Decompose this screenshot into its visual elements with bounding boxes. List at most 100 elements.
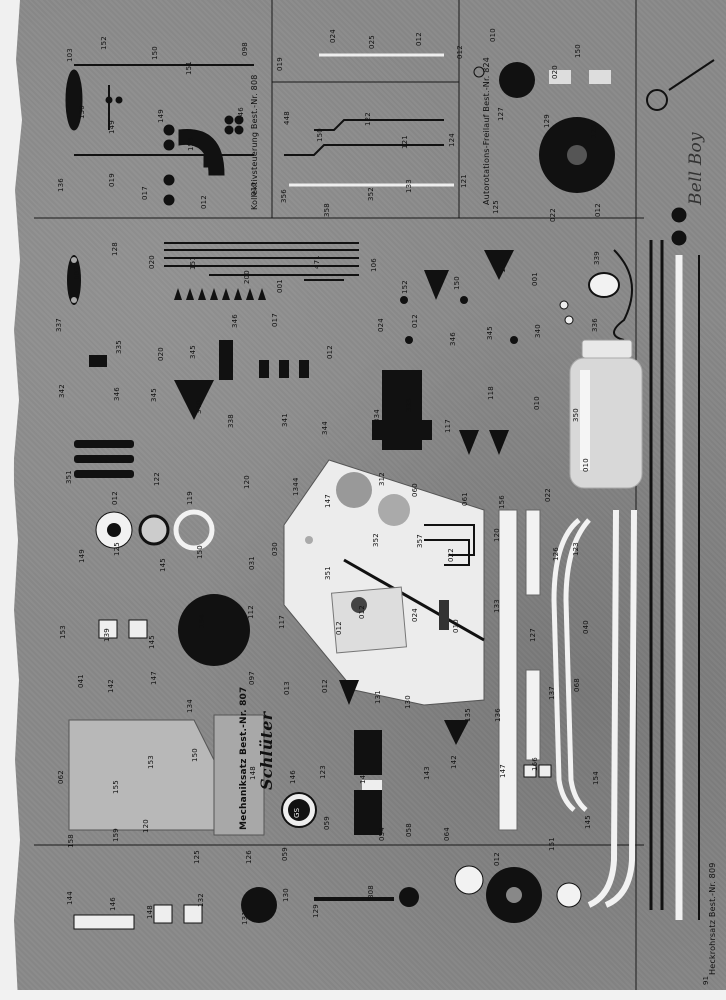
part-number-label: 125 (491, 199, 500, 214)
part-number-label: 150 (151, 46, 160, 61)
part-number-label: 147 (149, 671, 158, 686)
part-number-label: 144 (65, 890, 74, 905)
part-number-label: 339 (593, 251, 602, 266)
part-number-label: 155 (187, 136, 196, 151)
part-number-label: 123 (571, 542, 580, 557)
part-number-label: 334 (373, 409, 382, 424)
part-number-label: 017 (141, 185, 150, 200)
part-number-label: 020 (148, 254, 157, 269)
part-number-label: 031 (248, 555, 257, 570)
part-number-label: 106 (370, 258, 379, 273)
part-number-label: 166 (530, 757, 539, 771)
part-number-label: 150 (195, 544, 204, 559)
part-number-label: 150 (453, 275, 462, 290)
part-number-label: 117 (443, 418, 452, 433)
autorotation-title: Autorotations-Freilauf Best.-Nr. 824 (482, 56, 491, 205)
part-number-label: 060 (411, 483, 420, 498)
part-number-label: 149 (78, 548, 87, 563)
part-number-label: 344 (320, 420, 329, 435)
part-number-label: 010 (489, 28, 498, 42)
part-number-label: 146 (237, 106, 246, 121)
parts-illustration (34, 0, 715, 990)
part-number-label: 151 (185, 61, 194, 76)
canopy-shapes (68, 714, 265, 836)
part-number-label: 146 (289, 769, 298, 784)
part-number-label: 312 (377, 471, 386, 486)
part-number-label: 012 (200, 194, 209, 209)
part-number-label: 350 (571, 407, 580, 422)
part-number-label: 152 (400, 280, 409, 295)
part-number-label: 123 (319, 764, 328, 779)
torn-edge (0, 0, 22, 1000)
part-number-label: 139 (102, 627, 111, 642)
part-number-label: 025 (368, 35, 376, 50)
part-number-label: 010 (250, 182, 259, 197)
part-number-label: 128 (110, 241, 119, 256)
part-number-label: 358 (323, 202, 332, 217)
part-number-label: 007 (72, 266, 81, 281)
part-number-label: 020 (156, 346, 165, 361)
part-number-label: 333 (405, 398, 414, 413)
white-bars (498, 509, 541, 831)
part-number-label: 158 (67, 834, 76, 848)
part-number-label: 132 (197, 893, 206, 908)
rod-parts (284, 53, 454, 187)
part-number-label: 024 (328, 29, 337, 44)
part-number-label: 340 (533, 324, 542, 338)
part-number-label: 145 (147, 634, 156, 649)
part-number-label: 001 (276, 278, 285, 293)
part-number-label: 024 (376, 318, 385, 332)
part-number-label: 147 (498, 764, 507, 779)
part-number-label: 149 (156, 108, 165, 123)
part-number-label: 133 (405, 178, 414, 193)
part-number-label: 017 (271, 313, 280, 327)
part-number-label: 030 (270, 541, 279, 556)
part-number-label: 151 (548, 837, 557, 852)
part-number-label: 346 (230, 313, 239, 328)
part-number-label: 351 (324, 566, 333, 581)
part-number-label: 137 (547, 686, 556, 701)
part-number-label: 012 (455, 45, 464, 60)
part-number-label: 147 (323, 493, 332, 508)
part-number-label: 022 (549, 207, 558, 222)
rubber-bands (588, 249, 633, 341)
part-number-label: 127 (496, 107, 505, 121)
part-number-label: 154 (198, 614, 207, 629)
small-bolts (67, 255, 309, 478)
part-number-label: 013 (282, 681, 291, 695)
part-number-label: 146 (109, 896, 118, 911)
part-number-label: 134 (186, 699, 195, 713)
part-number-label: 153 (147, 755, 156, 770)
kollektiv-parts (65, 64, 254, 206)
part-number-label: 135 (463, 707, 472, 722)
part-number-label: 148 (146, 905, 155, 920)
part-number-label: 150 (191, 747, 200, 762)
part-number-label: 126 (245, 849, 254, 864)
part-number-label: 059 (280, 847, 289, 862)
part-number-label: 127 (529, 628, 538, 642)
part-number-label: 068 (573, 678, 582, 693)
part-number-label: 156 (498, 494, 507, 509)
part-number-label: 012 (321, 679, 330, 694)
part-number-label: 022 (543, 488, 552, 503)
part-number-label: 012 (110, 491, 119, 506)
part-number-label: 337 (54, 318, 63, 333)
part-number-label: 808 (367, 884, 375, 899)
page-number: 91 (702, 975, 710, 985)
triangle-parts (174, 288, 266, 300)
part-number-label: 117 (277, 615, 286, 629)
part-number-label: 118 (486, 386, 495, 401)
part-number-label: 123 (589, 123, 598, 138)
part-number-label: 136 (494, 707, 503, 722)
part-number-label: 112 (247, 605, 256, 620)
part-number-label: 041 (76, 674, 85, 689)
part-number-label: 121 (460, 174, 469, 189)
part-number-label: 059 (323, 816, 332, 831)
part-number-label: 054 (377, 826, 386, 841)
part-number-label: 336 (590, 317, 599, 332)
part-number-label: 001 (530, 272, 539, 287)
section-dividers (34, 0, 644, 990)
part-number-label: 012 (594, 203, 603, 218)
curved-tubes (551, 509, 637, 908)
part-number-label: 022 (446, 547, 455, 562)
